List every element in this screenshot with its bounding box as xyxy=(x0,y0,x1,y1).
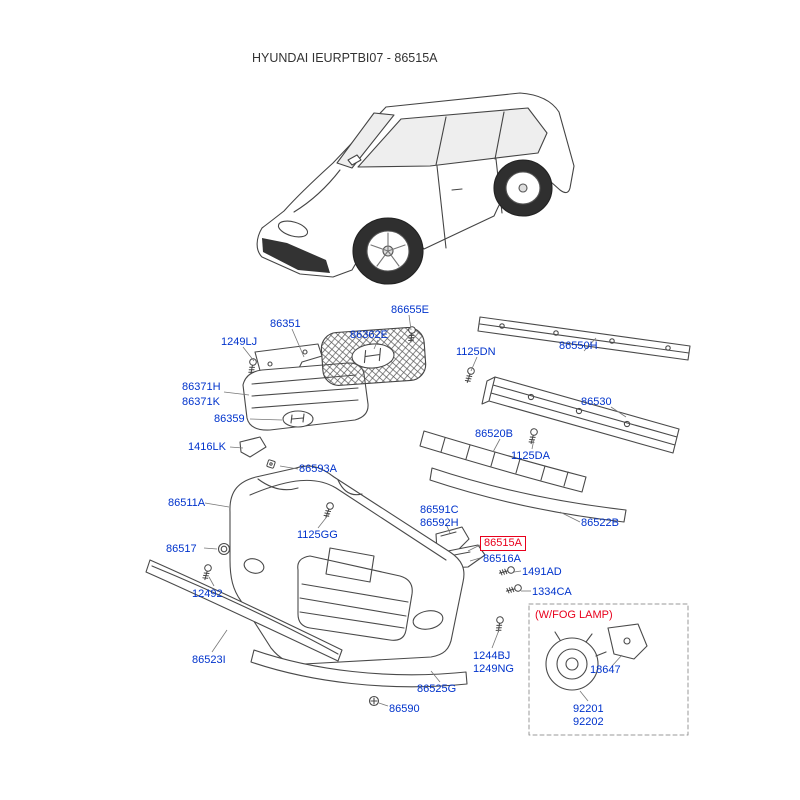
bumper-reinforcement-drawing xyxy=(481,376,680,454)
fog-lamp-box xyxy=(528,603,689,736)
part-label-1249NG[interactable]: 1249NG xyxy=(473,663,514,675)
part-label-86351[interactable]: 86351 xyxy=(270,318,301,330)
part-label-18647[interactable]: 18647 xyxy=(590,664,621,676)
part-label-1491AD[interactable]: 1491AD xyxy=(522,566,562,578)
lower-moulding-drawing xyxy=(145,559,343,662)
part-label-12492[interactable]: 12492 xyxy=(192,588,223,600)
lower-lip-drawing xyxy=(250,649,468,688)
plug-drawing xyxy=(368,695,380,707)
energy-absorber-drawing xyxy=(419,430,587,493)
part-label-86517[interactable]: 86517 xyxy=(166,543,197,555)
part-label-1249LJ[interactable]: 1249LJ xyxy=(221,336,258,348)
part-label-86511A[interactable]: 86511A xyxy=(168,497,206,509)
car-illustration xyxy=(256,92,575,285)
part-label-92201[interactable]: 92201 xyxy=(573,703,604,715)
part-label-86520B[interactable]: 86520B xyxy=(475,428,513,440)
part-label-1334CA[interactable]: 1334CA xyxy=(532,586,572,598)
part-label-86371K[interactable]: 86371K xyxy=(182,396,220,408)
part-label-86523I[interactable]: 86523I xyxy=(192,654,226,666)
bolt-icon xyxy=(201,563,213,581)
part-label-1416LK[interactable]: 1416LK xyxy=(188,441,226,453)
leader-lines xyxy=(203,314,627,707)
diagram-title: HYUNDAI IEURPTBI07 - 86515A xyxy=(252,51,438,65)
part-label-86359[interactable]: 86359 xyxy=(214,413,245,425)
bolt-icon xyxy=(527,427,539,445)
fog-lamp-caption: (W/FOG LAMP) xyxy=(535,609,613,621)
part-label-86550H[interactable]: 86550H xyxy=(559,340,598,352)
bolt-icon xyxy=(463,366,476,384)
grommet-drawing xyxy=(217,542,231,556)
part-label-86593A[interactable]: 86593A xyxy=(299,463,337,475)
absorber-strip-drawing xyxy=(429,467,627,523)
part-label-86362E[interactable]: 86362E xyxy=(350,329,388,341)
part-label-86530[interactable]: 86530 xyxy=(581,396,612,408)
part-label-86592H[interactable]: 86592H xyxy=(420,517,459,529)
part-label-1244BJ[interactable]: 1244BJ xyxy=(473,650,511,662)
bolt-icon xyxy=(498,565,516,577)
upper-rail-drawing xyxy=(477,316,691,361)
part-label-92202[interactable]: 92202 xyxy=(573,716,604,728)
part-label-86522B[interactable]: 86522B xyxy=(581,517,619,529)
part-label-86516A[interactable]: 86516A xyxy=(483,553,521,565)
small-bracket-drawing xyxy=(239,436,267,458)
part-label-1125DN[interactable]: 1125DN xyxy=(456,346,496,358)
bolt-icon xyxy=(505,583,523,595)
part-label-86590[interactable]: 86590 xyxy=(389,703,420,715)
bolt-icon xyxy=(494,615,505,633)
clip-icon xyxy=(266,459,276,469)
part-label-86515A-highlighted[interactable]: 86515A xyxy=(480,536,526,551)
part-label-86525G[interactable]: 86525G xyxy=(417,683,457,695)
bumper-cover-drawing xyxy=(229,465,465,665)
part-label-86591C[interactable]: 86591C xyxy=(420,504,459,516)
part-label-86655E[interactable]: 86655E xyxy=(391,304,429,316)
part-label-86371H[interactable]: 86371H xyxy=(182,381,221,393)
part-label-1125GG[interactable]: 1125GG xyxy=(297,529,338,541)
part-label-1125DA[interactable]: 1125DA xyxy=(511,450,550,462)
fog-lamp-bracket-drawing xyxy=(607,623,648,660)
mesh-grille-drawing xyxy=(320,326,427,386)
fog-lamp-drawing xyxy=(545,631,607,691)
